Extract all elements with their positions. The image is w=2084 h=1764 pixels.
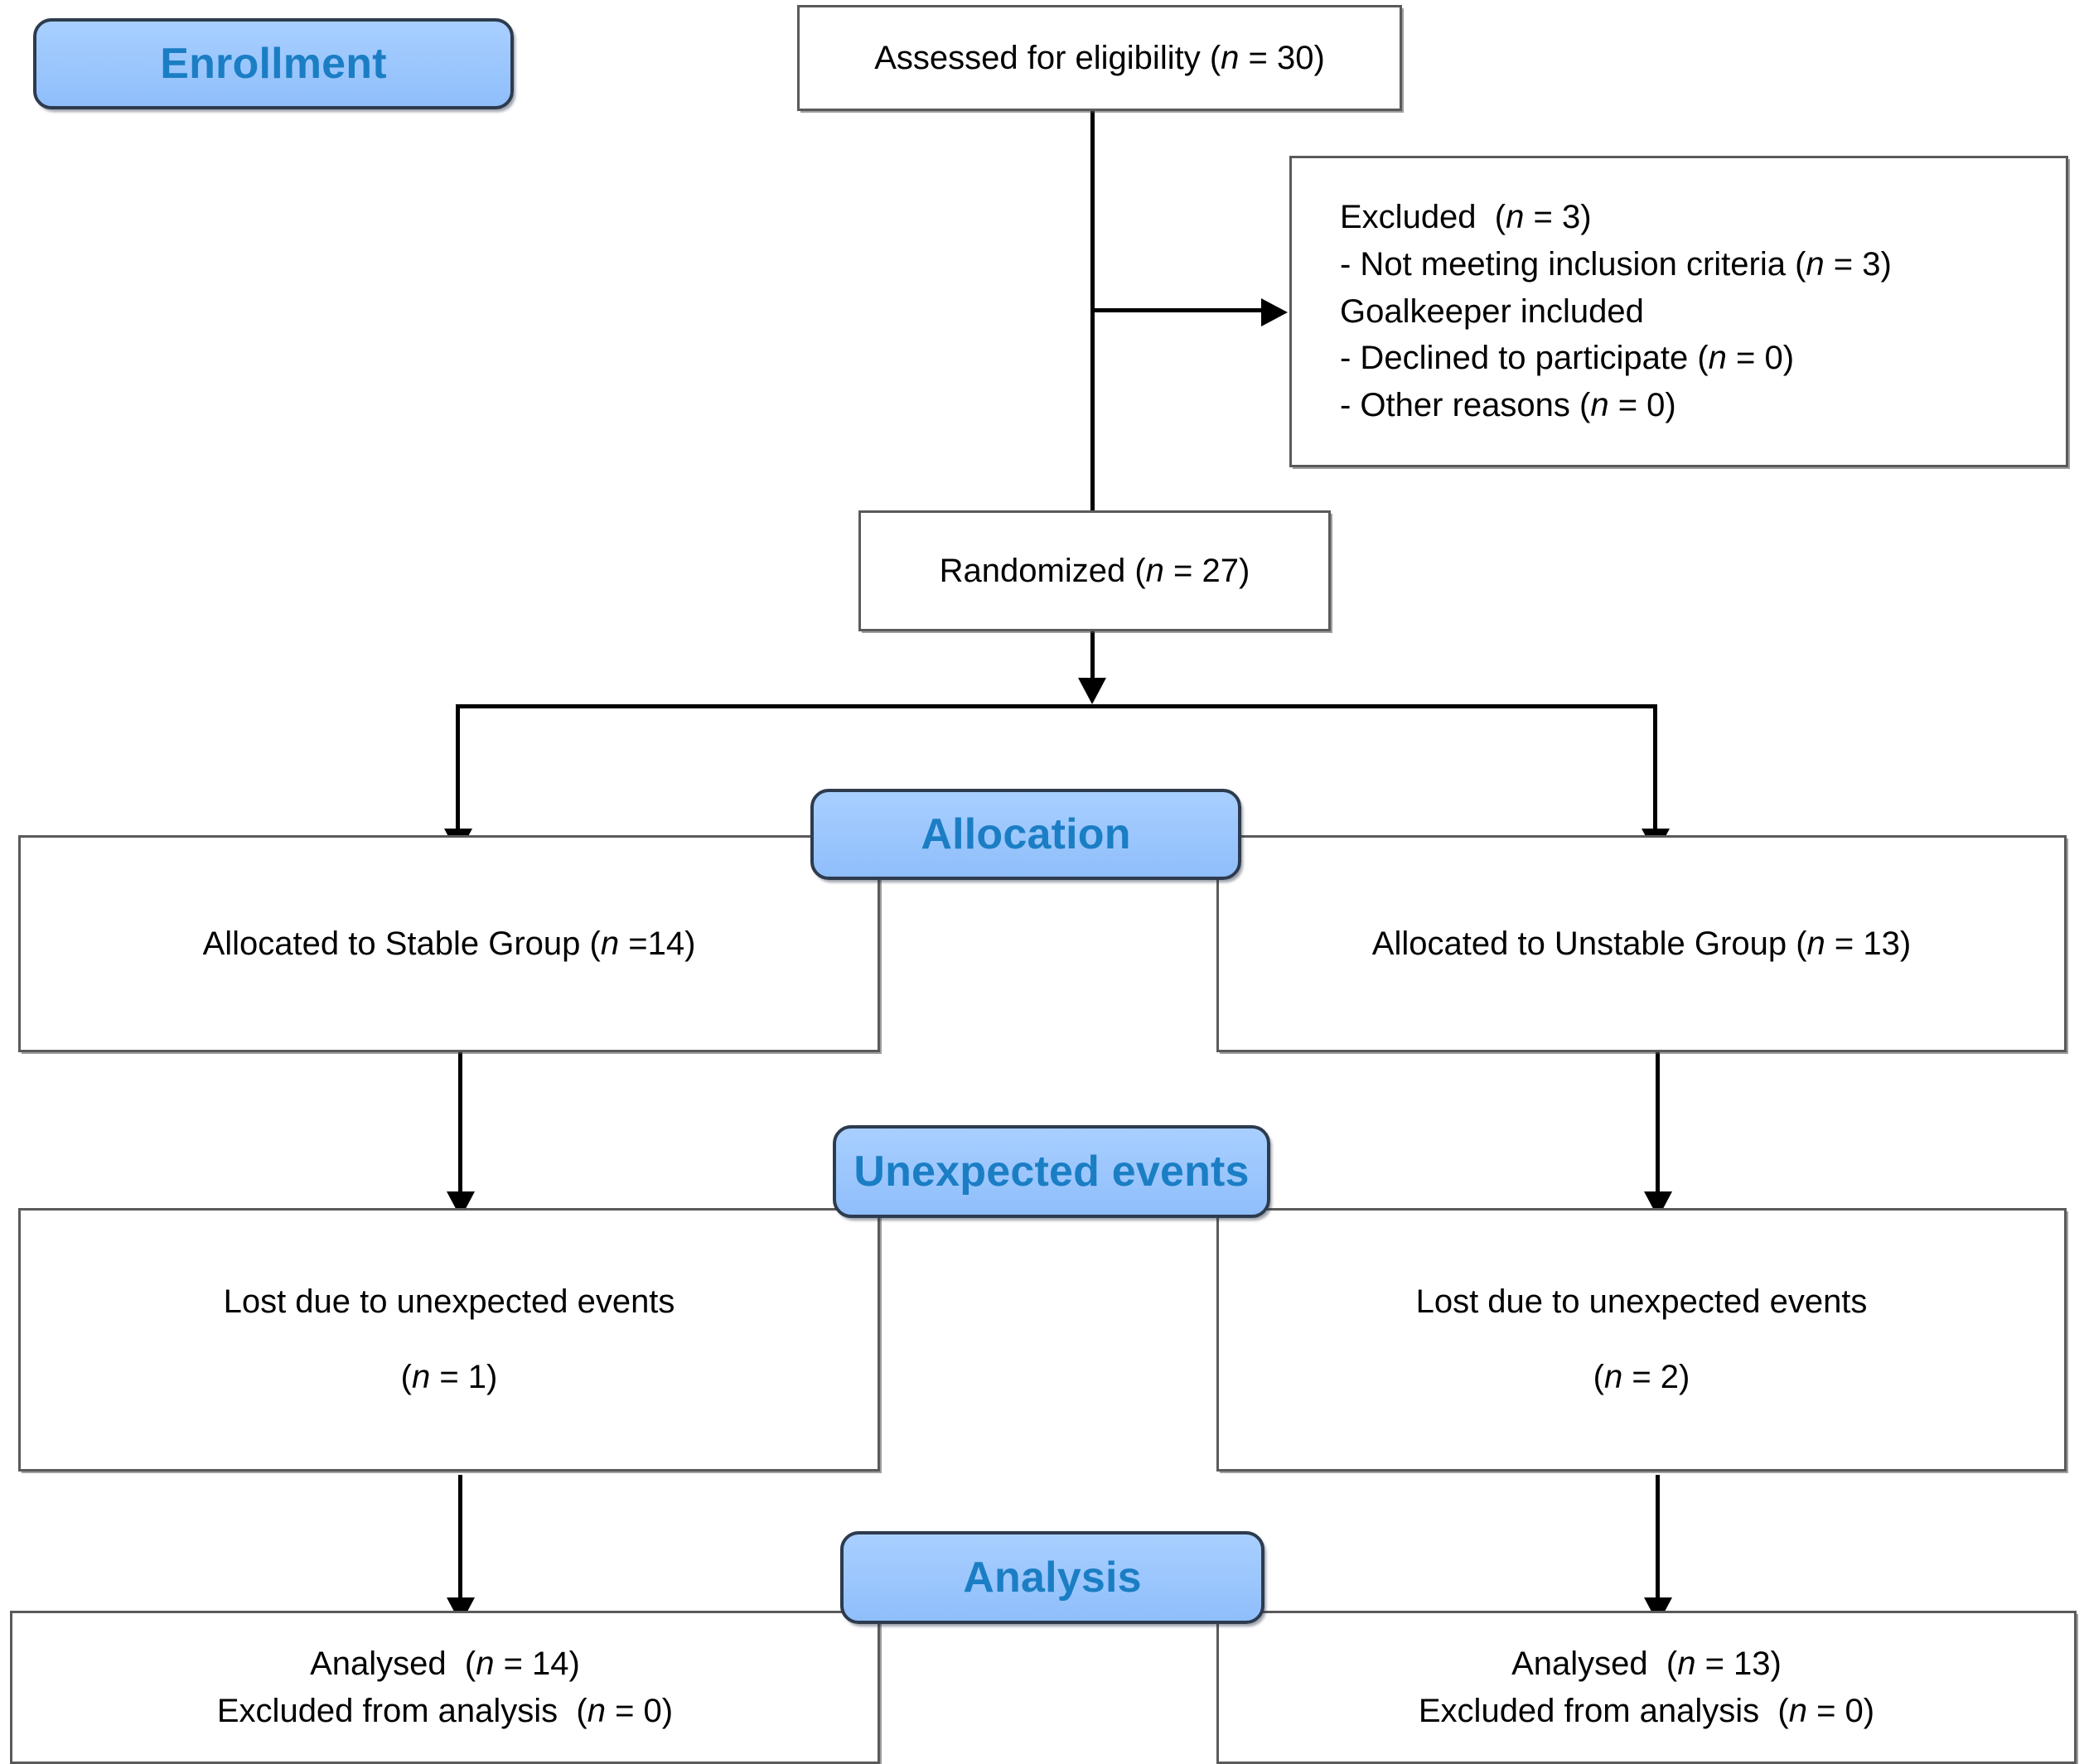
node-lost-stable-line-0: Lost due to unexpected events: [223, 1283, 675, 1321]
node-assessed-line-0: Assessed for eligibility (n = 30): [874, 39, 1325, 76]
arrowhead-randomized-down: [1078, 678, 1106, 704]
node-analysed-stable-line-0: Analysed (n = 14): [310, 1645, 580, 1682]
connector-stable-alloc-to-lost: [458, 1051, 462, 1196]
node-excluded-line-1: - Not meeting inclusion criteria (n = 3): [1340, 245, 1892, 283]
stage-label-analysis: Analysis: [963, 1554, 1142, 1602]
stage-label-enrollment: Enrollment: [160, 40, 387, 88]
node-allocated-stable: Allocated to Stable Group (n =14): [18, 835, 880, 1052]
node-excluded-line-3: - Declined to participate (n = 0): [1340, 340, 1795, 377]
node-analysed-unstable-line-1: Excluded from analysis (n = 0): [1418, 1692, 1875, 1729]
node-excluded-line-2: Goalkeeper included: [1340, 292, 1644, 330]
node-lost-stable-line-1: (n = 1): [400, 1359, 498, 1395]
connector-split-left-down: [456, 704, 460, 833]
node-analysed-unstable: Analysed (n = 13) Excluded from analysis…: [1216, 1611, 2077, 1764]
node-allocated-unstable-line-0: Allocated to Unstable Group (n = 13): [1371, 925, 1912, 962]
stage-badge-unexpected-events: Unexpected events: [833, 1125, 1270, 1218]
node-lost-unstable-line-0: Lost due to unexpected events: [1415, 1283, 1868, 1321]
node-allocated-stable-line-0: Allocated to Stable Group (n =14): [202, 925, 696, 962]
node-analysed-stable-line-1: Excluded from analysis (n = 0): [216, 1692, 674, 1729]
node-lost-stable: Lost due to unexpected events (n = 1): [18, 1208, 880, 1472]
node-lost-unstable-line-1: (n = 2): [1593, 1359, 1690, 1395]
node-randomized: Randomized (n = 27): [858, 510, 1331, 631]
connector-to-excluded: [1090, 308, 1266, 312]
node-excluded: Excluded (n = 3) - Not meeting inclusion…: [1289, 156, 2068, 467]
node-analysed-unstable-line-0: Analysed (n = 13): [1511, 1645, 1782, 1682]
node-allocated-unstable: Allocated to Unstable Group (n = 13): [1216, 835, 2067, 1052]
node-lost-unstable-spacer: [1219, 1326, 2064, 1354]
node-excluded-line-4: - Other reasons (n = 0): [1340, 387, 1676, 424]
node-assessed-for-eligibility: Assessed for eligibility (n = 30): [797, 5, 1402, 111]
connector-split-right-down: [1653, 704, 1657, 833]
connector-randomized-down: [1090, 630, 1095, 681]
stage-badge-allocation: Allocation: [810, 789, 1241, 880]
stage-badge-analysis: Analysis: [840, 1531, 1264, 1624]
node-randomized-line-0: Randomized (n = 27): [939, 552, 1250, 589]
connector-unstable-alloc-to-lost: [1656, 1051, 1660, 1196]
node-lost-unstable: Lost due to unexpected events (n = 2): [1216, 1208, 2067, 1472]
node-lost-stable-spacer: [21, 1326, 878, 1354]
connector-stable-lost-to-analysed: [458, 1475, 462, 1601]
stage-label-allocation: Allocation: [921, 810, 1131, 858]
node-excluded-line-0: Excluded (n = 3): [1340, 199, 1592, 235]
connector-unstable-lost-to-analysed: [1656, 1475, 1660, 1601]
stage-badge-enrollment: Enrollment: [33, 18, 514, 109]
arrowhead-to-excluded: [1261, 298, 1288, 326]
connector-allocation-split: [456, 704, 1657, 708]
node-analysed-stable: Analysed (n = 14) Excluded from analysis…: [10, 1611, 880, 1764]
stage-label-unexpected-events: Unexpected events: [853, 1148, 1250, 1196]
